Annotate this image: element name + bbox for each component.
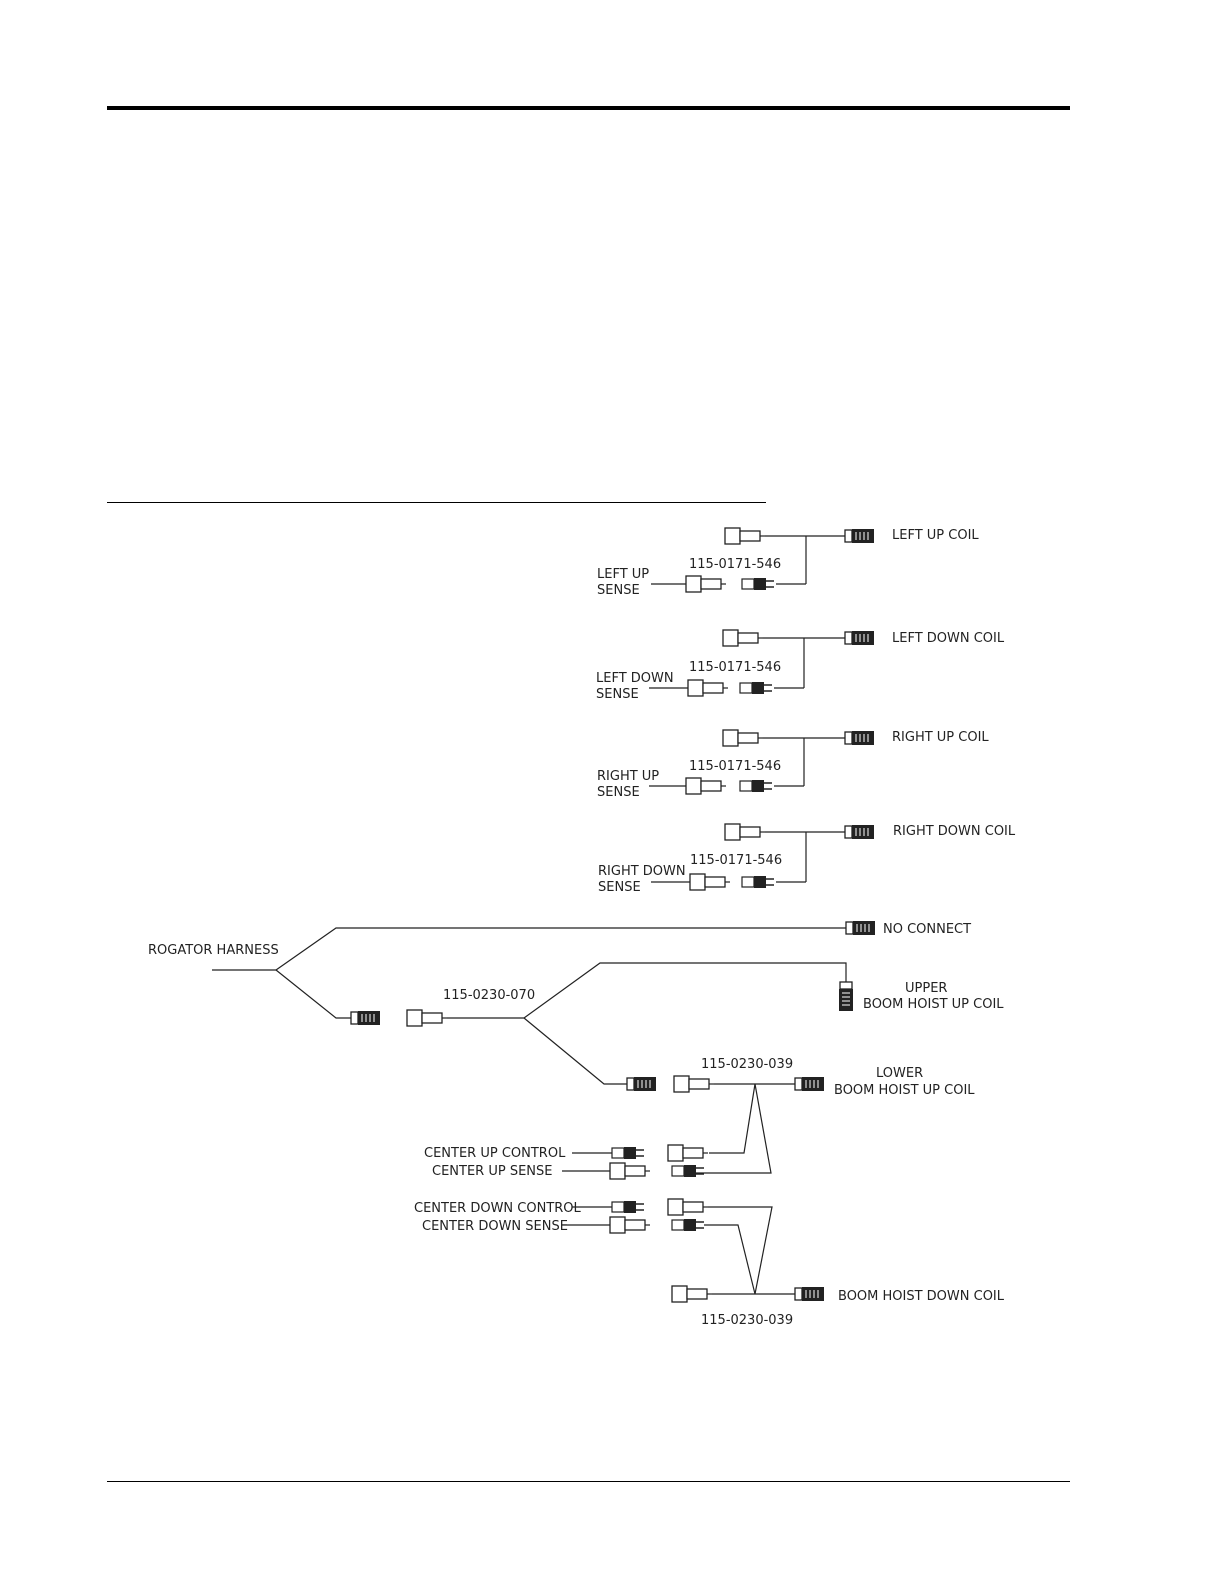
upper-boom-label-2: BOOM HOIST UP COIL [863,997,1004,1012]
left-up-part-number: 115-0171-546 [689,557,781,572]
center-up-sense-connector [609,1162,651,1180]
right-up-sense-label-1: RIGHT UP [597,769,659,784]
lower-boom-part-number: 115-0230-039 [701,1057,793,1072]
right-down-sense-label-1: RIGHT DOWN [598,864,686,879]
center-down-sense-connector [609,1216,651,1234]
lower-boom-male-connector [673,1075,715,1093]
right-down-block: RIGHT DOWN COIL 115-0171-546 RIGHT DOWN … [598,823,1016,895]
rogator-harness-label: ROGATOR HARNESS [148,943,279,958]
left-down-plug [739,681,773,695]
left-up-sense-connector [685,575,727,593]
left-down-coil-label: LEFT DOWN COIL [892,631,1005,646]
boom-down-part-number: 115-0230-039 [701,1313,793,1328]
left-down-sense-label-2: SENSE [596,687,639,702]
boom-down-male-connector [671,1285,713,1303]
center-up-block: CENTER UP CONTROL CENTER UP SENSE [424,1144,709,1180]
center-down-block: CENTER DOWN CONTROL CENTER DOWN SENSE [414,1198,773,1295]
boom-down-coil-connector [794,1286,825,1302]
top-rule [107,106,1070,110]
right-down-sense-label-2: SENSE [598,880,641,895]
center-up-control-label: CENTER UP CONTROL [424,1146,566,1161]
boom-down-block: BOOM HOIST DOWN COIL 115-0230-039 [671,1285,1005,1328]
center-down-sense-label: CENTER DOWN SENSE [422,1219,568,1234]
left-down-sense-connector [687,679,729,697]
lower-boom-coil-connector [794,1076,825,1092]
right-down-coil-label: RIGHT DOWN COIL [893,824,1016,839]
lower-boom-label-1: LOWER [876,1066,923,1081]
right-up-sense-label-2: SENSE [597,785,640,800]
rogator-harness-block: ROGATOR HARNESS NO CONNECT 115-0230-070 [148,920,971,1027]
center-up-control-connector [667,1144,709,1162]
left-down-part-number: 115-0171-546 [689,660,781,675]
left-up-block: LEFT UP COIL 115-0171-546 LEFT UP SENSE [597,527,979,598]
right-up-plug [739,779,773,793]
center-up-sense-label: CENTER UP SENSE [432,1164,552,1179]
left-down-sense-label-1: LEFT DOWN [596,671,674,686]
left-up-plug [741,577,775,591]
right-down-part-number: 115-0171-546 [690,853,782,868]
harness-male-connector [406,1009,448,1027]
left-up-connector-male [724,527,766,545]
left-up-sense-label-1: LEFT UP [597,567,649,582]
center-down-control-plug [611,1200,645,1214]
right-up-coil-label: RIGHT UP COIL [892,730,989,745]
boom-down-coil-label: BOOM HOIST DOWN COIL [838,1289,1005,1304]
right-down-coil-connector [844,824,875,840]
right-up-connector-male [722,729,764,747]
center-up-control-plug [611,1146,645,1160]
right-up-coil-connector [844,730,875,746]
center-down-control-label: CENTER DOWN CONTROL [414,1201,582,1216]
no-connect-label: NO CONNECT [883,922,971,937]
right-up-block: RIGHT UP COIL 115-0171-546 RIGHT UP SENS… [597,729,989,800]
right-down-connector-male [724,823,766,841]
left-down-block: LEFT DOWN COIL 115-0171-546 LEFT DOWN SE… [596,629,1005,702]
left-up-sense-label-2: SENSE [597,583,640,598]
center-down-control-connector [667,1198,709,1216]
upper-boom-block: UPPER BOOM HOIST UP COIL [523,962,1004,1019]
lower-boom-label-2: BOOM HOIST UP COIL [834,1083,975,1098]
right-down-sense-connector [689,873,731,891]
left-up-coil-connector [844,528,875,544]
right-up-sense-connector [685,777,727,795]
left-down-coil-connector [844,630,875,646]
left-down-connector-male [722,629,764,647]
center-up-sense-plug [671,1164,705,1178]
right-down-plug [741,875,775,889]
right-up-part-number: 115-0171-546 [689,759,781,774]
lower-boom-female-connector [626,1076,657,1092]
upper-boom-coil-connector [838,981,854,1012]
harness-female-connector [350,1010,381,1026]
main-harness-part-number: 115-0230-070 [443,988,535,1003]
section-rule [107,502,766,503]
no-connect-connector [845,920,876,936]
bottom-rule [107,1481,1070,1482]
left-up-coil-label: LEFT UP COIL [892,528,979,543]
center-down-sense-plug [671,1218,705,1232]
lower-boom-block: 115-0230-039 LOWER BOOM HOIST UP COIL [523,1017,975,1174]
upper-boom-label-1: UPPER [905,981,947,996]
